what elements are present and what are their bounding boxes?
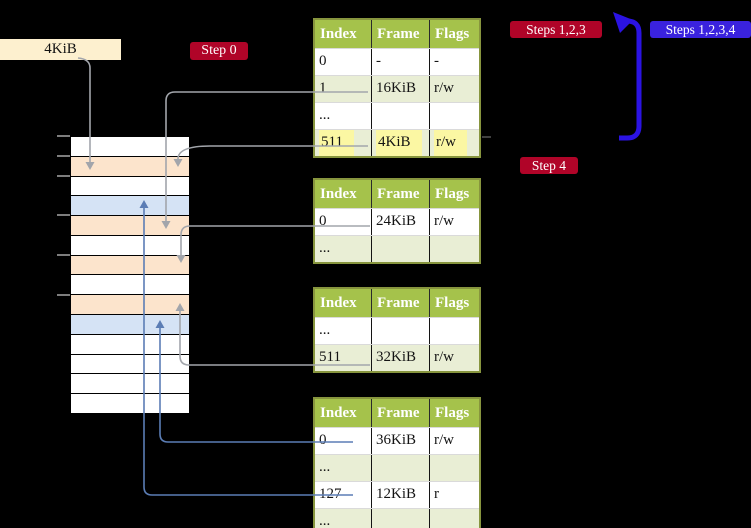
cell-index: 1	[319, 80, 327, 96]
cell-frame: 4KiB	[371, 130, 429, 156]
cell-flags: r/w	[429, 130, 479, 156]
table-header-row: Index Frame Flags	[315, 399, 479, 427]
memory-frame-row-peach	[71, 295, 189, 316]
table-row: ...	[315, 454, 479, 481]
highlighted-value: 4KiB	[376, 130, 422, 156]
header-index: Index	[320, 186, 357, 202]
cell-flags	[429, 455, 479, 481]
table-header-row: Index Frame Flags	[315, 289, 479, 317]
memory-frame-row-white	[71, 354, 189, 375]
header-flags: Flags	[429, 180, 479, 208]
frame-address-label: 4KiB	[0, 39, 121, 60]
page-table-3: Index Frame Flags ... 511 32KiB r/w	[313, 287, 481, 373]
memory-tick	[57, 155, 70, 157]
cell-index: ...	[319, 322, 331, 338]
header-flags: Flags	[429, 20, 479, 48]
table-header-row: Index Frame Flags	[315, 180, 479, 208]
cell-frame	[371, 509, 429, 528]
cell-flags: r/w	[429, 345, 479, 371]
cell-frame	[371, 318, 429, 344]
cell-flags: r/w	[429, 428, 479, 454]
steps-123-badge: Steps 1,2,3	[510, 21, 602, 38]
cell-frame: 24KiB	[371, 209, 429, 235]
cell-flags: -	[429, 49, 479, 75]
memory-column	[70, 136, 190, 414]
table-row: 1 16KiB r/w	[315, 75, 479, 102]
recursive-arrowhead	[613, 12, 633, 33]
header-frame: Frame	[371, 180, 429, 208]
table-row: ...	[315, 102, 479, 129]
memory-tick	[57, 214, 70, 216]
header-flags: Flags	[429, 289, 479, 317]
cell-frame: 32KiB	[371, 345, 429, 371]
cell-flags	[429, 103, 479, 129]
table-row: ...	[315, 508, 479, 528]
table-header-row: Index Frame Flags	[315, 20, 479, 48]
memory-frame-row-peach	[71, 255, 189, 276]
cell-flags: r/w	[429, 209, 479, 235]
header-index: Index	[320, 26, 357, 42]
table-row: 127 12KiB r	[315, 481, 479, 508]
page-table-2: Index Frame Flags 0 24KiB r/w ...	[313, 178, 481, 264]
cell-index: 0	[319, 213, 327, 229]
memory-tick	[57, 254, 70, 256]
memory-frame-row-peach	[71, 216, 189, 236]
memory-tick	[57, 135, 70, 137]
cell-flags	[429, 509, 479, 528]
table-row: 0 24KiB r/w	[315, 208, 479, 235]
header-flags: Flags	[429, 399, 479, 427]
cell-index: ...	[319, 459, 331, 475]
table-row: ...	[315, 235, 479, 262]
page-table-4: Index Frame Flags 0 36KiB r/w ... 127 12…	[313, 397, 481, 528]
cell-index: 0	[319, 432, 327, 448]
step-4-badge: Step 4	[520, 157, 578, 174]
memory-frame-row-peach	[71, 156, 189, 177]
memory-tick	[57, 294, 70, 296]
memory-frame-row-white	[71, 275, 189, 296]
memory-tick	[57, 175, 70, 177]
table-row: ...	[315, 317, 479, 344]
memory-frame-row-blue	[71, 196, 189, 217]
cell-frame	[371, 236, 429, 262]
memory-frame-row-white	[71, 394, 189, 413]
memory-frame-row-white	[71, 235, 189, 256]
memory-frame-row-blue	[71, 315, 189, 335]
cell-index: ...	[319, 107, 331, 123]
header-frame: Frame	[371, 399, 429, 427]
cell-frame	[371, 103, 429, 129]
memory-frame-row-white	[71, 374, 189, 395]
cell-index: 511	[319, 349, 341, 365]
highlighted-value: r/w	[434, 130, 467, 156]
cell-flags: r/w	[429, 76, 479, 102]
cell-frame: 16KiB	[371, 76, 429, 102]
page-table-1: Index Frame Flags 0 - - 1 16KiB r/w ... …	[313, 18, 481, 158]
memory-frame-row-white	[71, 176, 189, 197]
table-row-recursive-entry: 511 4KiB r/w	[315, 129, 479, 156]
cell-flags: r	[429, 482, 479, 508]
table-row: 0 - -	[315, 48, 479, 75]
header-frame: Frame	[371, 289, 429, 317]
cell-index: ...	[319, 240, 331, 256]
cell-index: 0	[319, 53, 327, 69]
table-row: 511 32KiB r/w	[315, 344, 479, 371]
header-index: Index	[320, 405, 357, 421]
cell-frame: 36KiB	[371, 428, 429, 454]
table-row: 0 36KiB r/w	[315, 427, 479, 454]
cell-frame: -	[371, 49, 429, 75]
cell-index: 511	[315, 130, 371, 156]
highlighted-value: 511	[319, 130, 354, 156]
cell-index: ...	[319, 513, 331, 528]
header-index: Index	[320, 295, 357, 311]
steps-1234-badge: Steps 1,2,3,4	[650, 21, 751, 38]
cell-frame	[371, 455, 429, 481]
memory-frame-row-white	[71, 137, 189, 157]
cell-index: 127	[319, 486, 342, 502]
cell-frame: 12KiB	[371, 482, 429, 508]
recursive-arrow	[619, 18, 642, 141]
cell-flags	[429, 318, 479, 344]
cell-flags	[429, 236, 479, 262]
memory-frame-row-white	[71, 334, 189, 355]
header-frame: Frame	[371, 20, 429, 48]
step-0-badge: Step 0	[190, 42, 248, 60]
